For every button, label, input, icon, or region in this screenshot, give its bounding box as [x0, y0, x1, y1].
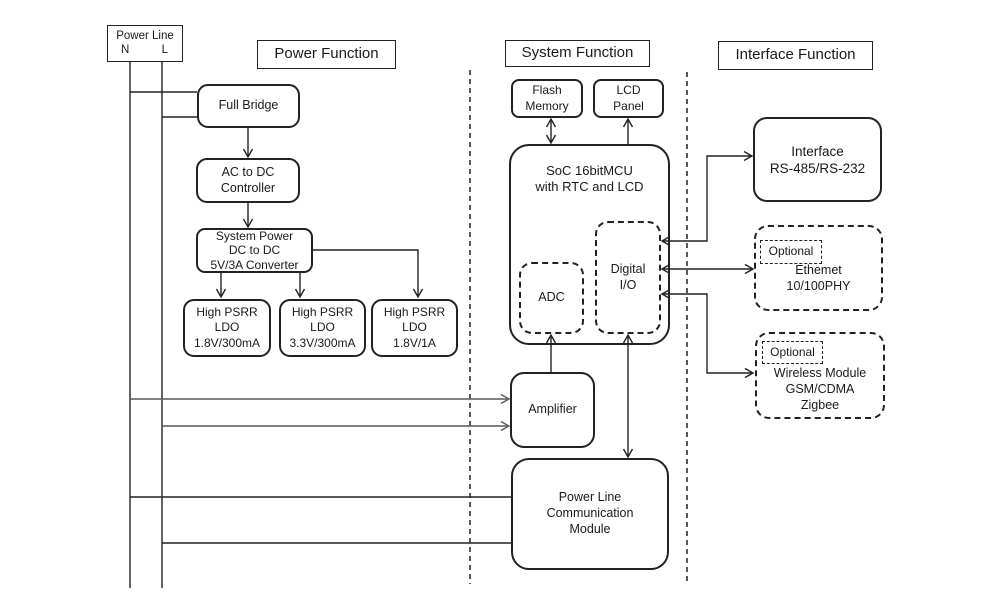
connector-flash-soc — [545, 117, 557, 145]
ethernet-optional-tag: Optional — [760, 240, 822, 264]
flash-memory-block: Flash Memory — [511, 79, 583, 118]
connector-ac-dc-to-converter — [242, 203, 254, 229]
ldo-1v8-1a-block: High PSRR LDO 1.8V/1A — [371, 299, 458, 357]
adc-block: ADC — [519, 262, 584, 334]
connector-converter-to-ldo2 — [294, 273, 306, 299]
lcd-panel-block: LCD Panel — [593, 79, 664, 118]
connector-dio-plc — [622, 333, 634, 459]
rs485-rs232-interface-block: Interface RS-485/RS-232 — [753, 117, 882, 202]
section-title-power-function: Power Function — [257, 40, 396, 69]
ldo-3v3-300ma-block: High PSRR LDO 3.3V/300mA — [279, 299, 366, 357]
connector-dio-rs485 — [660, 150, 754, 247]
section-title-system-function: System Function — [505, 40, 650, 67]
power-line-live-label: L — [161, 44, 168, 57]
full-bridge-block: Full Bridge — [197, 84, 300, 128]
amplifier-block: Amplifier — [510, 372, 595, 448]
dc-to-dc-converter-block: System Power DC to DC 5V/3A Converter — [196, 228, 313, 273]
connector-converter-to-ldo3 — [313, 249, 424, 299]
ac-to-dc-controller-block: AC to DC Controller — [196, 158, 300, 203]
wireless-module-block: Optional Wireless Module GSM/CDMA Zigbee — [755, 332, 885, 419]
connector-converter-to-ldo1 — [215, 273, 227, 299]
ldo-1v8-300ma-block: High PSRR LDO 1.8V/300mA — [183, 299, 271, 357]
power-line-source-block: Power Line N L — [107, 25, 183, 62]
connector-soc-to-lcd — [622, 117, 634, 144]
power-line-neutral-label: N — [121, 44, 130, 57]
connector-dio-wireless — [660, 288, 755, 379]
plc-module-block: Power Line Communication Module — [511, 458, 669, 570]
connector-full-bridge-to-ac-dc — [242, 128, 254, 159]
ethernet-block: Optional Ethemet 10/100PHY — [754, 225, 883, 311]
digital-io-block: Digital I/O — [595, 221, 661, 334]
connector-n-to-amplifier — [130, 393, 511, 405]
wireless-optional-tag: Optional — [762, 341, 823, 364]
section-title-interface-function: Interface Function — [718, 41, 873, 70]
connector-l-to-amplifier — [162, 420, 511, 432]
power-line-label: Power Line — [116, 30, 174, 42]
connector-dio-ethernet — [660, 263, 755, 275]
